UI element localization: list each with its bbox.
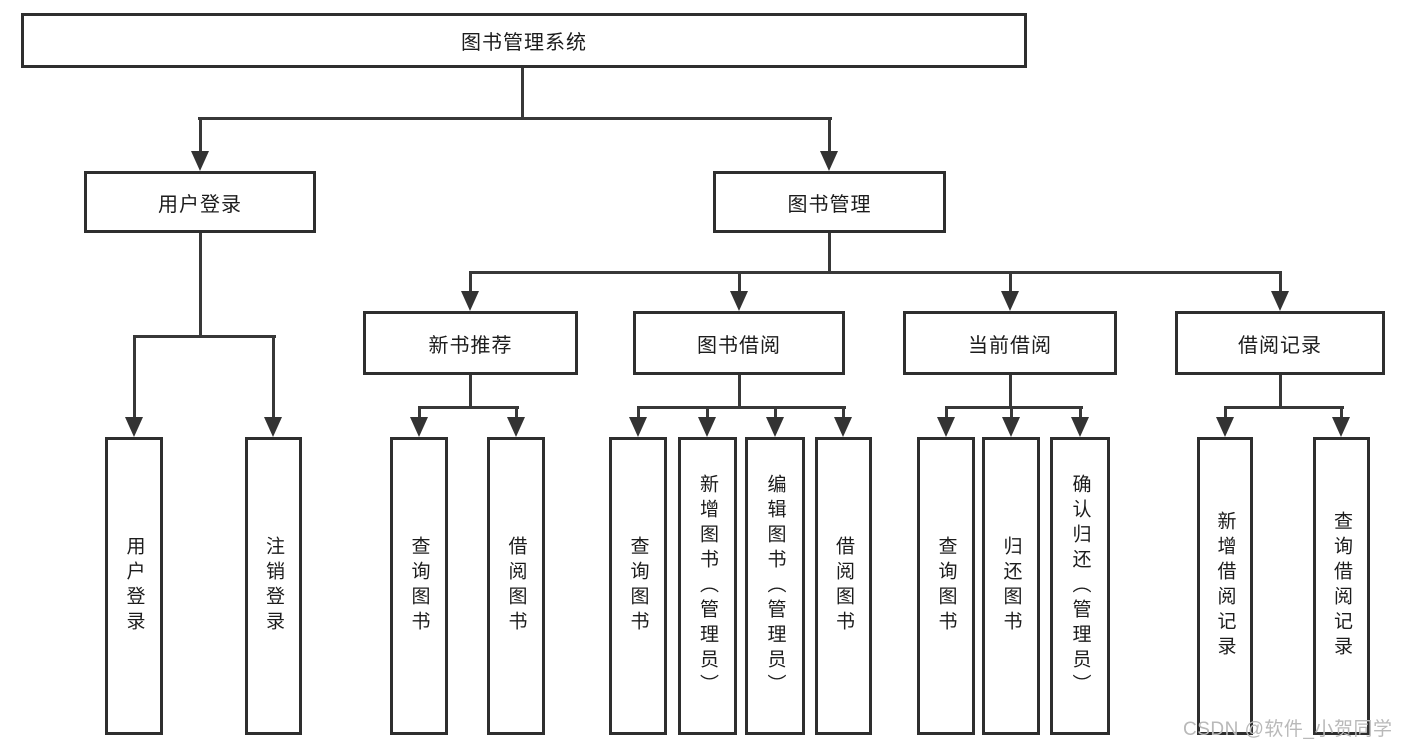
arrow-down-icon [461,291,479,311]
node-label: 新书推荐 [428,334,513,357]
arrow-down-icon [1332,417,1350,437]
arrow-down-icon [1001,291,1019,311]
connector-line [945,406,1083,409]
node-label: 新增借阅记录 [1214,511,1236,661]
node-label: 借阅图书 [505,536,527,636]
connector-line [418,406,519,409]
node-label: 查询图书 [627,536,649,636]
arrow-down-icon [698,417,716,437]
connector-line [199,233,202,338]
node-label: 当前借阅 [968,334,1052,357]
arrow-down-icon [834,417,852,437]
connector-line [133,335,276,338]
leaf-logout: 注销登录 [245,437,302,735]
connector-line [1340,406,1343,419]
connector-line [1224,406,1344,409]
connector-line [1009,271,1012,293]
node-new-book-recommend: 新书推荐 [363,311,578,375]
leaf-borrow-books: 借阅图书 [815,437,872,735]
arrow-down-icon [191,151,209,171]
node-label: 确认归还（管理员） [1069,473,1091,699]
connector-line [1279,375,1282,409]
connector-line [521,68,524,117]
node-label: 新增图书（管理员） [697,473,718,699]
arrow-down-icon [730,291,748,311]
leaf-borrow-books-recommend: 借阅图书 [487,437,545,735]
node-label: 图书管理 [787,193,872,216]
node-label: 图书借阅 [697,334,781,357]
leaf-query-borrow-record: 查询借阅记录 [1313,437,1370,735]
connector-line [469,271,472,293]
arrow-down-icon [410,417,428,437]
node-label: 用户登录 [158,193,242,216]
connector-line [469,375,472,409]
node-label: 查询图书 [935,536,957,636]
node-label: 查询图书 [408,536,430,636]
connector-line [515,406,518,419]
connector-line [842,406,845,419]
connector-line [637,406,846,409]
arrow-down-icon [1271,291,1289,311]
connector-line [945,406,948,419]
connector-line [1279,271,1282,293]
connector-line [469,271,1282,274]
arrow-down-icon [125,417,143,437]
leaf-add-borrow-record: 新增借阅记录 [1197,437,1253,735]
node-current-borrow: 当前借阅 [903,311,1117,375]
leaf-query-books-borrow: 查询图书 [609,437,667,735]
leaf-edit-books-admin: 编辑图书（管理员） [745,437,805,735]
connector-line [1010,406,1013,419]
connector-line [1079,406,1082,419]
connector-line [199,117,202,153]
connector-line [706,406,709,419]
node-borrow-records: 借阅记录 [1175,311,1385,375]
connector-line [738,375,741,409]
node-label: 归还图书 [1000,536,1022,636]
node-label: 图书管理系统 [461,32,587,54]
arrow-down-icon [629,417,647,437]
connector-line [738,271,741,293]
leaf-query-books-recommend: 查询图书 [390,437,448,735]
arrow-down-icon [937,417,955,437]
node-book-borrow: 图书借阅 [633,311,845,375]
leaf-confirm-return-admin: 确认归还（管理员） [1050,437,1110,735]
leaf-return-books: 归还图书 [982,437,1040,735]
connector-line [637,406,640,419]
connector-line [1224,406,1227,419]
node-user-login: 用户登录 [84,171,316,233]
connector-line [774,406,777,419]
leaf-user-login: 用户登录 [105,437,163,735]
connector-line [133,335,136,419]
arrow-down-icon [766,417,784,437]
arrow-down-icon [1002,417,1020,437]
leaf-add-books-admin: 新增图书（管理员） [678,437,737,735]
connector-line [1009,375,1012,409]
arrow-down-icon [1071,417,1089,437]
arrow-down-icon [264,417,282,437]
arrow-down-icon [507,417,525,437]
node-label: 借阅图书 [833,536,854,636]
node-label: 注销登录 [263,536,284,636]
node-book-management: 图书管理 [713,171,946,233]
connector-line [272,335,275,419]
node-label: 借阅记录 [1238,334,1322,357]
node-label: 查询借阅记录 [1331,511,1352,661]
node-label: 用户登录 [123,536,145,636]
connector-line [828,117,831,153]
csdn-watermark: CSDN @软件_小贺同学 [1183,719,1393,740]
connector-line [198,117,832,120]
node-library-management-system: 图书管理系统 [21,13,1027,68]
arrow-down-icon [1216,417,1234,437]
leaf-query-books-current: 查询图书 [917,437,975,735]
arrow-down-icon [820,151,838,171]
node-label: 编辑图书（管理员） [764,473,786,699]
connector-line [418,406,421,419]
connector-line [828,233,831,274]
